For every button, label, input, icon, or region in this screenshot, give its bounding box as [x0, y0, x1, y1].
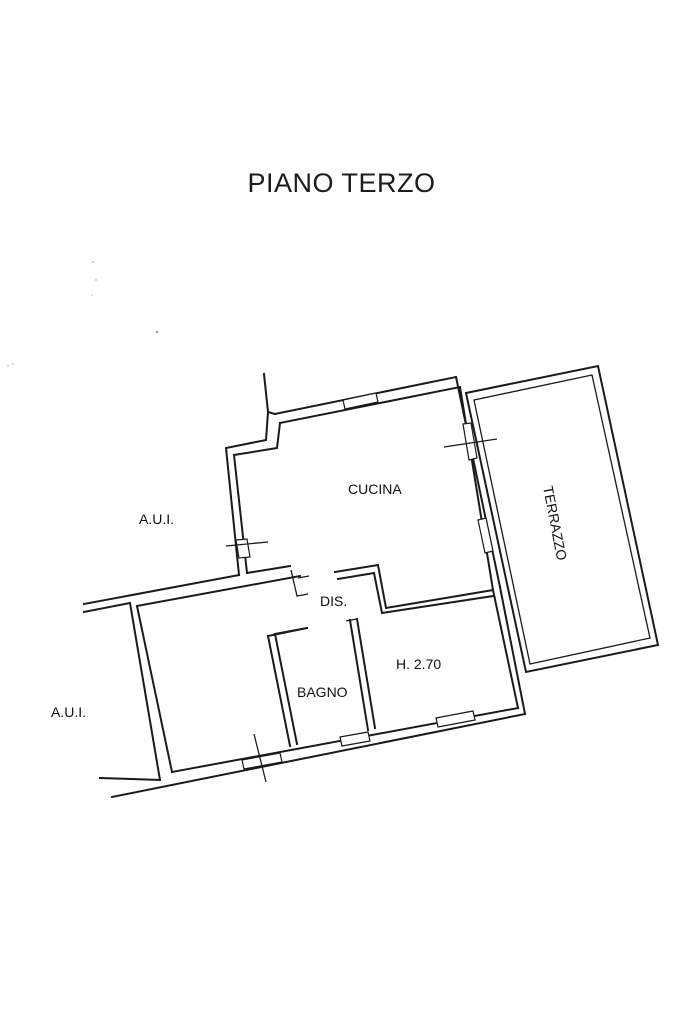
floor-title: PIANO TERZO: [247, 168, 436, 198]
interior-walls: [266, 563, 495, 748]
room-label-terrazzo: TERRAZZO: [540, 485, 570, 562]
neighbor-label-lower: A.U.I.: [51, 704, 86, 720]
room-label-dis: DIS.: [320, 593, 347, 609]
terrace-outline: [464, 364, 660, 674]
room-label-bagno: BAGNO: [297, 684, 348, 700]
neighbor-label-upper: A.U.I.: [139, 511, 174, 527]
windows: [225, 392, 498, 783]
room-label-height: H. 2.70: [396, 656, 441, 672]
room-label-cucina: CUCINA: [348, 481, 402, 497]
outer-walls: [82, 372, 527, 799]
scan-specks: [7, 261, 159, 367]
